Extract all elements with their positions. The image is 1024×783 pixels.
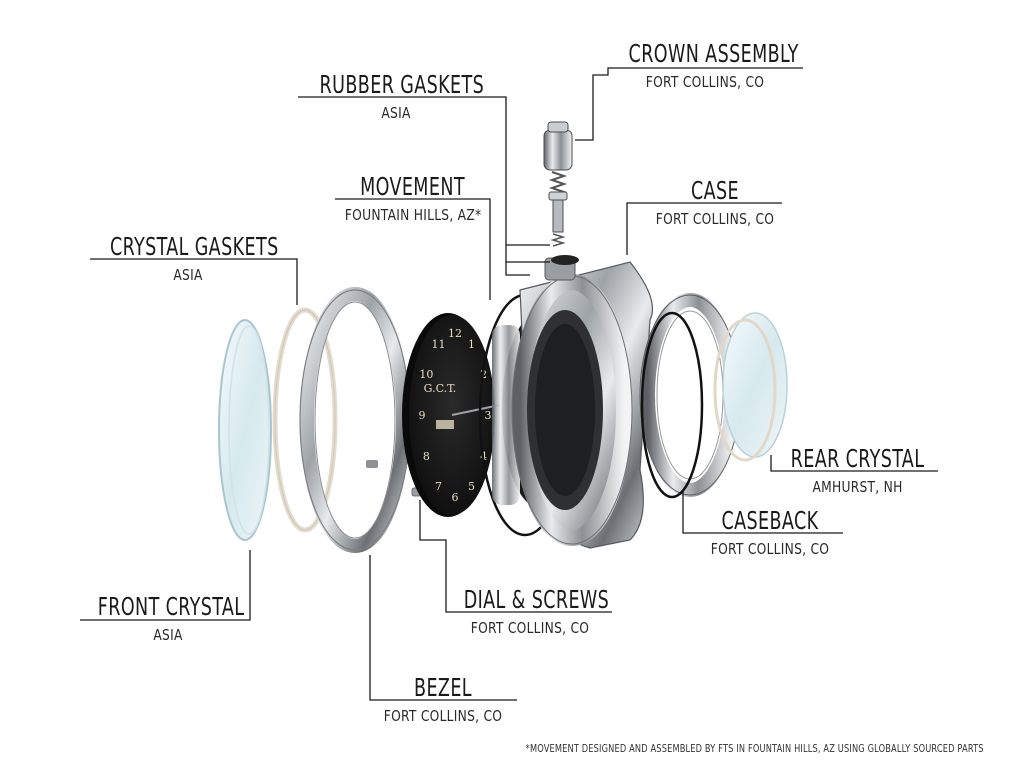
rubber-gaskets-location: ASIA bbox=[381, 104, 411, 122]
leader-line-front-crystal bbox=[80, 550, 251, 621]
movement-location: FOUNTAIN HILLS, AZ* bbox=[344, 206, 482, 224]
leader-lines bbox=[80, 67, 938, 701]
rear-crystal-part bbox=[713, 312, 788, 462]
label-movement: MOVEMENT FOUNTAIN HILLS, AZ* bbox=[330, 173, 495, 225]
dial-numeral: 10 bbox=[419, 368, 433, 381]
rear-crystal-name: REAR CRYSTAL bbox=[790, 444, 925, 473]
front-crystal-part bbox=[218, 319, 272, 541]
label-bezel: BEZEL FORT COLLINS, CO bbox=[368, 674, 518, 726]
crown-assembly-name: CROWN ASSEMBLY bbox=[628, 39, 799, 68]
dial-numeral: 3 bbox=[485, 409, 492, 422]
label-case: CASE FORT COLLINS, CO bbox=[630, 177, 800, 229]
case-name: CASE bbox=[690, 176, 740, 205]
dial-numeral: 9 bbox=[419, 409, 426, 422]
front-crystal-name: FRONT CRYSTAL bbox=[97, 592, 245, 621]
leader-line-case bbox=[626, 202, 782, 255]
leader-line-rear-crystal bbox=[770, 455, 938, 472]
bezel-location: FORT COLLINS, CO bbox=[383, 707, 503, 725]
label-dial-screws: DIAL & SCREWS FORT COLLINS, CO bbox=[445, 586, 615, 638]
dial-numeral: 1 bbox=[468, 338, 475, 351]
leader-line-bezel bbox=[369, 555, 517, 701]
dial-numeral: 6 bbox=[452, 491, 459, 504]
bezel-name: BEZEL bbox=[414, 673, 472, 702]
dial-numeral: 7 bbox=[435, 480, 442, 493]
front-crystal-location: ASIA bbox=[153, 626, 183, 644]
crown-assembly-location: FORT COLLINS, CO bbox=[645, 73, 765, 91]
bezel-part bbox=[299, 287, 411, 553]
rear-crystal-location: AMHURST, NH bbox=[812, 478, 903, 496]
dial-screws-location: FORT COLLINS, CO bbox=[470, 619, 590, 637]
crystal-gasket-part bbox=[272, 307, 338, 533]
case-part bbox=[511, 257, 654, 549]
crystal-gaskets-location: ASIA bbox=[173, 266, 203, 284]
leader-line-caseback bbox=[682, 490, 843, 534]
movement-name: MOVEMENT bbox=[360, 172, 465, 201]
leader-line-rubber-gaskets bbox=[298, 96, 530, 276]
label-front-crystal: FRONT CRYSTAL ASIA bbox=[78, 593, 258, 645]
case-location: FORT COLLINS, CO bbox=[655, 210, 775, 228]
label-crown-assembly: CROWN ASSEMBLY FORT COLLINS, CO bbox=[607, 40, 803, 92]
caseback-name: CASEBACK bbox=[721, 506, 819, 535]
dial-brand-text: G.C.T. bbox=[424, 382, 457, 395]
leader-line-movement bbox=[335, 198, 491, 300]
leader-line-dial-screws bbox=[419, 500, 612, 613]
footnote: *MOVEMENT DESIGNED AND ASSEMBLED BY FTS … bbox=[525, 742, 984, 755]
rubber-gaskets-name: RUBBER GASKETS bbox=[319, 70, 485, 99]
label-rubber-gaskets: RUBBER GASKETS ASIA bbox=[298, 71, 494, 123]
label-crystal-gaskets: CRYSTAL GASKETS ASIA bbox=[88, 233, 288, 285]
dial-screws-name: DIAL & SCREWS bbox=[463, 585, 610, 614]
dial-numeral: 11 bbox=[432, 338, 446, 351]
crown-assembly-part bbox=[543, 121, 579, 265]
crystal-gaskets-name: CRYSTAL GASKETS bbox=[110, 232, 279, 261]
dial-numeral: 8 bbox=[423, 450, 430, 463]
dial-numeral: 5 bbox=[468, 480, 475, 493]
caseback-location: FORT COLLINS, CO bbox=[710, 540, 830, 558]
leader-line-crown-assembly bbox=[575, 67, 803, 141]
label-caseback: CASEBACK FORT COLLINS, CO bbox=[690, 507, 850, 559]
label-rear-crystal: REAR CRYSTAL AMHURST, NH bbox=[770, 445, 945, 497]
dial-numeral: 12 bbox=[448, 327, 462, 340]
leader-line-crystal-gaskets bbox=[90, 258, 298, 305]
